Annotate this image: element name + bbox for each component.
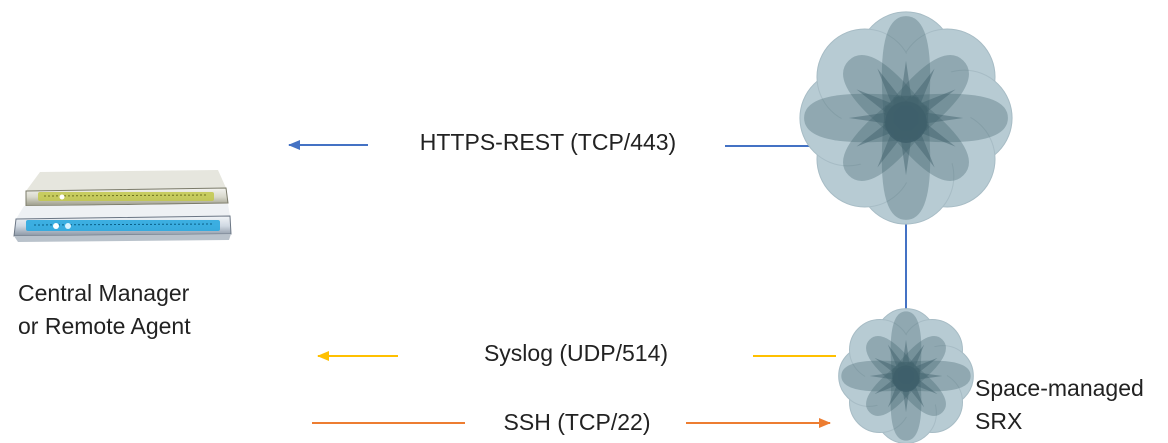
server-label-line1: Central Manager: [18, 280, 190, 306]
srx-label-line2: SRX: [975, 408, 1023, 434]
srx-cloud-icon: [838, 308, 974, 443]
server-label-line2: or Remote Agent: [18, 313, 191, 339]
https-rest-connection: [288, 140, 812, 150]
https-rest-label: HTTPS-REST (TCP/443): [419, 129, 677, 155]
srx-label-line1: Space-managed: [975, 375, 1144, 401]
syslog-label: Syslog (UDP/514): [483, 340, 669, 366]
ssh-label: SSH (TCP/22): [503, 409, 651, 435]
server-rack-icon: [13, 170, 232, 242]
space-cloud-icon: [799, 11, 1013, 225]
